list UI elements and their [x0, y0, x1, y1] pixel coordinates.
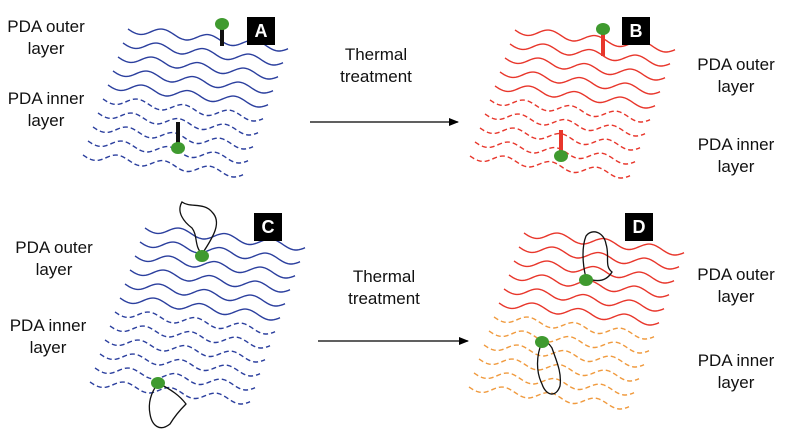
panel-c-inner-line	[94, 367, 256, 391]
panel-c-inner-line	[104, 339, 266, 363]
panel-c-bottom-nanoparticle	[151, 377, 165, 389]
panel-d-badge: D	[625, 213, 653, 241]
panel-b-inner-line	[489, 99, 651, 123]
panel-d-top-nanoparticle	[579, 274, 593, 286]
panel-c-outer-line	[134, 255, 296, 279]
panel-b-inner-line	[479, 127, 641, 151]
panel-b-inner-line	[469, 155, 631, 179]
panel-a-top-nanoparticle	[215, 18, 229, 30]
panel-b-bottom-nanoparticle	[554, 150, 568, 162]
panel-a-inner-line	[92, 126, 254, 150]
panel-c-outer-line	[139, 241, 301, 265]
panel-d-inner-line	[488, 330, 650, 354]
panel-d-outer-line	[498, 302, 660, 326]
panel-b-stack	[469, 23, 676, 179]
panel-c-inner-line	[114, 311, 276, 335]
panel-c-outer-line	[119, 297, 281, 321]
panel-b-outer-line	[499, 71, 661, 95]
panel-a-inner-line	[82, 154, 244, 178]
panel-b-outer-line	[509, 43, 671, 67]
panel-a-inner-line	[102, 98, 264, 122]
panel-c-badge: C	[254, 213, 282, 241]
panel-d-outer-line	[518, 246, 680, 270]
panel-d-stack	[468, 231, 685, 410]
panel-c-inner-line	[89, 381, 251, 405]
panel-d-inner-line	[478, 358, 640, 382]
panel-c-outer-line	[129, 269, 291, 293]
panel-c-top-polymer-chain	[179, 201, 218, 255]
panel-a-bottom-nanoparticle	[171, 142, 185, 154]
panel-c-stack	[89, 201, 306, 429]
panel-a-inner-line	[87, 140, 249, 164]
panel-d-outer-line	[503, 288, 665, 312]
panel-c-inner-line	[109, 325, 271, 349]
panel-d-inner-line	[473, 372, 635, 396]
panel-d-inner-line	[493, 316, 655, 340]
panel-c-inner-line	[99, 353, 261, 377]
panel-b-inner-line	[484, 113, 646, 137]
panel-d-bottom-nanoparticle	[535, 336, 549, 348]
panel-d-inner-line	[483, 344, 645, 368]
panel-b-outer-line	[514, 29, 676, 53]
panel-a-stack	[82, 18, 289, 178]
panel-b-outer-line	[504, 57, 666, 81]
panel-a-outer-line	[117, 56, 279, 80]
panel-d-bottom-polymer-chain	[536, 340, 562, 395]
panel-b-top-nanoparticle	[596, 23, 610, 35]
panel-b-inner-line	[474, 141, 636, 165]
panel-a-inner-line	[97, 112, 259, 136]
panel-a-outer-line	[107, 84, 269, 108]
panel-a-badge: A	[247, 17, 275, 45]
panel-d-top-polymer-chain	[582, 231, 613, 282]
panel-d-inner-line	[468, 386, 630, 410]
panel-c-top-nanoparticle	[195, 250, 209, 262]
panel-c-outer-line	[124, 283, 286, 307]
panel-d-outer-line	[513, 260, 675, 284]
panel-a-outer-line	[122, 42, 284, 66]
panel-c-bottom-polymer-chain	[148, 382, 187, 429]
panel-c-outer-line	[144, 227, 306, 251]
panel-b-badge: B	[622, 17, 650, 45]
panel-b-outer-line	[494, 85, 656, 109]
panel-a-outer-line	[112, 70, 274, 94]
panel-d-outer-line	[523, 232, 685, 256]
